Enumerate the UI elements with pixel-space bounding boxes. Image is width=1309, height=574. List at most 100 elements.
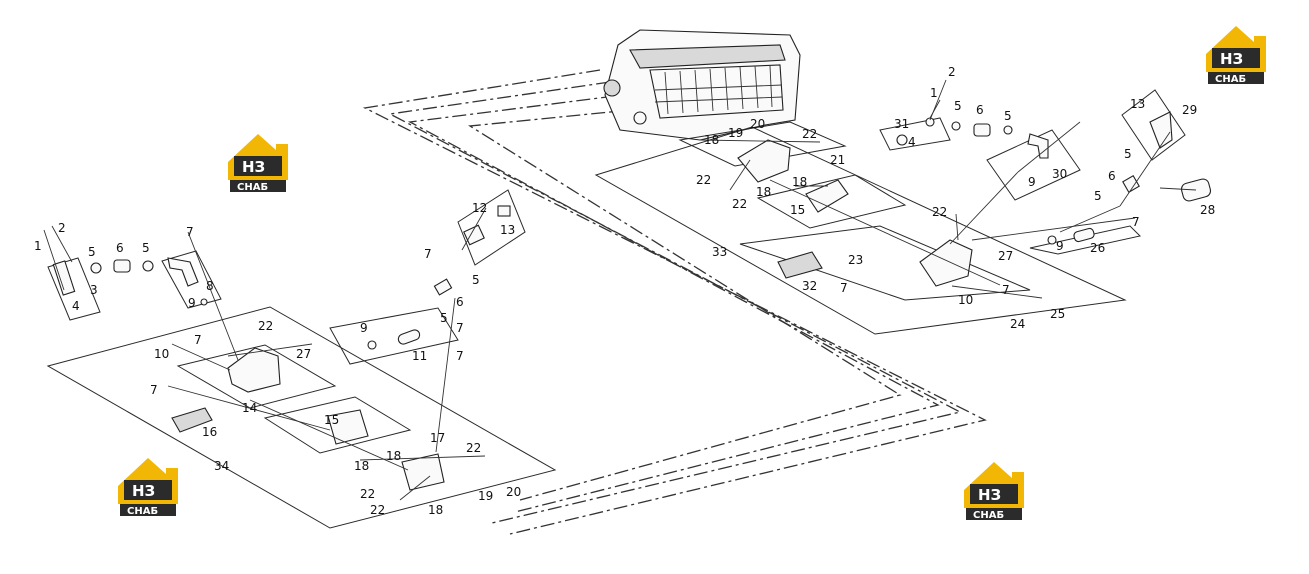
logo-lower-right: НЗ СНАБ <box>964 462 1024 521</box>
callout-24: 24 <box>1010 317 1025 331</box>
callout-14: 14 <box>242 401 257 415</box>
callout-34: 34 <box>214 459 229 473</box>
logo-mark: НЗ <box>1220 50 1243 68</box>
callout-5: 5 <box>954 99 962 113</box>
callout-7: 7 <box>424 247 432 261</box>
logo-lower-left: НЗ СНАБ <box>118 458 178 517</box>
callout-11: 11 <box>412 349 427 363</box>
callout-10: 10 <box>154 347 169 361</box>
callout-2: 2 <box>948 65 956 79</box>
callout-18: 18 <box>792 175 807 189</box>
callout-8: 8 <box>206 279 214 293</box>
pipe-route-third <box>407 95 940 513</box>
callout-27: 27 <box>296 347 311 361</box>
callout-7: 7 <box>456 349 464 363</box>
callout-19: 19 <box>478 489 493 503</box>
callout-3: 3 <box>90 283 98 297</box>
callout-5: 5 <box>88 245 96 259</box>
callout-5: 5 <box>1124 147 1132 161</box>
right-assembly <box>594 79 1212 335</box>
callout-7: 7 <box>840 281 848 295</box>
logo-word: СНАБ <box>237 182 268 193</box>
callout-7: 7 <box>456 321 464 335</box>
callout-5: 5 <box>1004 109 1012 123</box>
logo-word: СНАБ <box>1215 74 1246 85</box>
left-assembly <box>43 189 557 529</box>
callout-13: 13 <box>1130 97 1145 111</box>
callout-6: 6 <box>116 241 124 255</box>
callout-31: 31 <box>894 117 909 131</box>
logo-mark: НЗ <box>978 486 1001 504</box>
callout-4: 4 <box>72 299 80 313</box>
callout-19: 19 <box>728 126 743 140</box>
callout-32: 32 <box>802 279 817 293</box>
callout-21: 21 <box>830 153 845 167</box>
callout-20: 20 <box>750 117 765 131</box>
callout-12: 12 <box>472 201 487 215</box>
callout-6: 6 <box>456 295 464 309</box>
callout-27: 27 <box>998 249 1013 263</box>
callout-18: 18 <box>354 459 369 473</box>
callout-9: 9 <box>360 321 368 335</box>
callout-20: 20 <box>506 485 521 499</box>
callout-22: 22 <box>932 205 947 219</box>
callout-7: 7 <box>150 383 158 397</box>
callout-5: 5 <box>142 241 150 255</box>
callout-5: 5 <box>1094 189 1102 203</box>
callout-labels: 1 2 5 6 5 7 3 4 8 9 10 7 22 27 7 14 15 1… <box>34 65 1215 517</box>
callout-15: 15 <box>790 203 805 217</box>
brand-logos: НЗ СНАБ НЗ СНАБ НЗ СНАБ НЗ СНАБ <box>118 26 1266 521</box>
callout-6: 6 <box>1108 169 1116 183</box>
callout-1: 1 <box>34 239 42 253</box>
callout-7: 7 <box>1002 283 1010 297</box>
callout-18: 18 <box>386 449 401 463</box>
callout-18: 18 <box>704 133 719 147</box>
callout-25: 25 <box>1050 307 1065 321</box>
logo-word: СНАБ <box>127 506 158 517</box>
callout-13: 13 <box>500 223 515 237</box>
callout-4: 4 <box>908 135 916 149</box>
pipe-route-inner <box>468 109 902 501</box>
logo-word: СНАБ <box>973 510 1004 521</box>
logo-upper-left: НЗ СНАБ <box>228 134 288 193</box>
callout-22: 22 <box>258 319 273 333</box>
callout-23: 23 <box>848 253 863 267</box>
callout-2: 2 <box>58 221 66 235</box>
callout-7: 7 <box>1132 215 1140 229</box>
callout-22: 22 <box>360 487 375 501</box>
logo-top-right: НЗ СНАБ <box>1206 26 1266 85</box>
callout-10: 10 <box>958 293 973 307</box>
callout-18: 18 <box>428 503 443 517</box>
callout-30: 30 <box>1052 167 1067 181</box>
callout-9: 9 <box>1056 239 1064 253</box>
pipe-route-second <box>387 81 962 524</box>
callout-1: 1 <box>930 86 938 100</box>
engine-fins <box>654 65 783 115</box>
callout-5: 5 <box>472 273 480 287</box>
callout-22: 22 <box>370 503 385 517</box>
callout-26: 26 <box>1090 241 1105 255</box>
callout-33: 33 <box>712 245 727 259</box>
callout-28: 28 <box>1200 203 1215 217</box>
callout-15: 15 <box>324 413 339 427</box>
callout-7: 7 <box>186 225 194 239</box>
callout-18: 18 <box>756 185 771 199</box>
callout-9: 9 <box>1028 175 1036 189</box>
callout-22: 22 <box>732 197 747 211</box>
callout-22: 22 <box>696 173 711 187</box>
callout-6: 6 <box>976 103 984 117</box>
callout-16: 16 <box>202 425 217 439</box>
engine-block <box>603 29 801 141</box>
callout-9: 9 <box>188 296 196 310</box>
logo-mark: НЗ <box>242 158 265 176</box>
callout-17: 17 <box>430 431 445 445</box>
callout-29: 29 <box>1182 103 1197 117</box>
callout-22: 22 <box>802 127 817 141</box>
pipe-routes <box>362 69 987 535</box>
callout-5: 5 <box>440 311 448 325</box>
callout-7: 7 <box>194 333 202 347</box>
logo-mark: НЗ <box>132 482 155 500</box>
callout-22: 22 <box>466 441 481 455</box>
